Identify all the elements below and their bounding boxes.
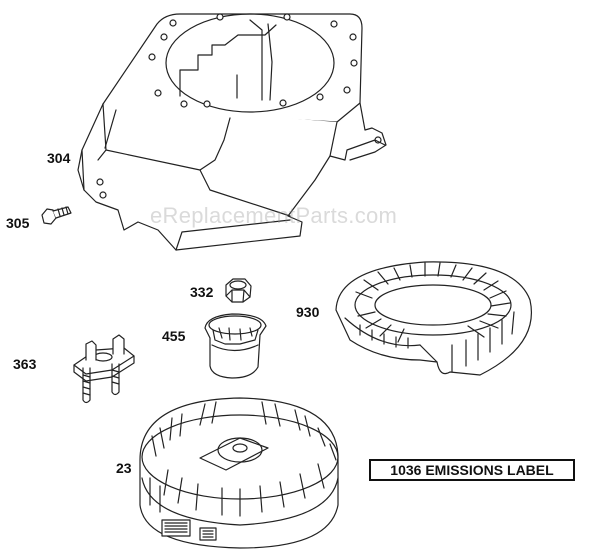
flywheel-part <box>139 397 339 549</box>
emissions-label-box: 1036 EMISSIONS LABEL <box>369 459 575 481</box>
part-label-23: 23 <box>116 460 132 476</box>
stud-bracket-part <box>73 334 135 404</box>
blower-housing-part <box>77 13 387 251</box>
part-label-305: 305 <box>6 215 30 231</box>
part-label-455: 455 <box>162 328 186 344</box>
hex-nut-part <box>225 278 252 303</box>
starter-cup-part <box>204 313 267 379</box>
watermark-text: eReplacementParts.com <box>150 203 398 228</box>
rotating-screen-part <box>335 261 532 376</box>
part-label-304: 304 <box>47 150 71 166</box>
part-label-930: 930 <box>296 304 320 320</box>
screw-part <box>41 206 72 225</box>
part-label-332: 332 <box>190 284 214 300</box>
part-label-363: 363 <box>13 356 37 372</box>
